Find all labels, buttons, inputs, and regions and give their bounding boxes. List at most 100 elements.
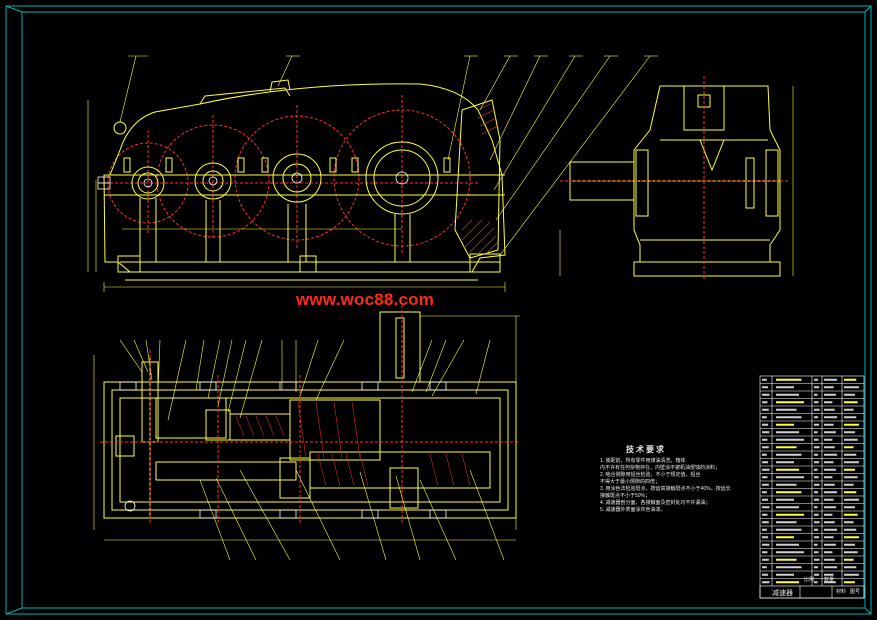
- parts-list-cell-mark: [824, 558, 835, 561]
- parts-list-cell-mark: [824, 513, 833, 516]
- front-dimensions: [87, 100, 506, 292]
- parts-list-cell-mark: [824, 423, 834, 426]
- parts-list-cell-mark: [776, 468, 799, 471]
- parts-list-cell-mark: [824, 438, 833, 441]
- parts-list-cell-mark: [776, 491, 802, 494]
- parts-list-cell-mark: [814, 483, 820, 486]
- parts-list-cell-mark: [776, 431, 799, 434]
- parts-list-cell-mark: [762, 431, 770, 434]
- parts-list-cell-mark: [824, 566, 838, 569]
- parts-list-cell-mark: [762, 521, 769, 524]
- parts-list-cell-mark: [762, 416, 767, 419]
- parts-list-cell-mark: [824, 408, 835, 411]
- parts-list-cell-mark: [824, 431, 836, 434]
- parts-list-cell-mark: [844, 393, 855, 396]
- parts-list-cell-mark: [824, 468, 836, 471]
- top-centerlines: [100, 305, 520, 525]
- parts-list-cell-mark: [844, 528, 857, 531]
- top-gears: [155, 397, 491, 509]
- parts-list-cell-mark: [844, 423, 859, 426]
- technical-requirement-item: 5. 减速器外表面涂灰色油漆。: [600, 507, 666, 513]
- parts-list-cell-mark: [824, 521, 835, 524]
- parts-list-cell-mark: [814, 498, 820, 501]
- parts-list-cell-mark: [844, 536, 859, 539]
- parts-list-cell-mark: [844, 551, 858, 554]
- parts-list-cell-mark: [776, 498, 794, 501]
- parts-list: [759, 375, 865, 599]
- parts-list-cell-mark: [844, 408, 854, 411]
- technical-requirement-item: 内不许有任何杂物存在，内壁涂不被机油侵蚀的涂料；: [600, 465, 721, 471]
- parts-list-cell-mark: [814, 581, 818, 584]
- top-leaders: [119, 339, 505, 561]
- parts-list-cell-mark: [762, 408, 769, 411]
- parts-list-cell-mark: [776, 506, 799, 509]
- parts-list-cell-mark: [844, 431, 855, 434]
- parts-list-cell-mark: [814, 431, 818, 434]
- parts-list-cell-mark: [762, 401, 768, 404]
- parts-list-cell-mark: [762, 378, 767, 381]
- parts-list-cell-mark: [844, 401, 858, 404]
- parts-list-cell-mark: [844, 573, 859, 576]
- technical-requirement-item: 1. 装配前，所有零件用煤油清洗，箱体: [600, 458, 686, 464]
- parts-list-cell-mark: [776, 453, 802, 456]
- side-view: [559, 76, 794, 280]
- parts-list-cell-mark: [814, 378, 819, 381]
- title-block-cell: 材料: [836, 589, 847, 595]
- parts-list-cell-mark: [814, 491, 819, 494]
- parts-list-cell-mark: [814, 573, 820, 576]
- parts-list-cell-mark: [776, 581, 799, 584]
- parts-list-cell-mark: [824, 573, 834, 576]
- parts-list-cell-mark: [814, 536, 820, 539]
- parts-list-cell-mark: [814, 446, 820, 449]
- parts-list-cell-mark: [762, 566, 767, 569]
- parts-list-cell-mark: [844, 476, 858, 479]
- parts-list-cell-mark: [762, 483, 769, 486]
- parts-list-cell-mark: [824, 506, 836, 509]
- parts-list-cell-mark: [762, 386, 769, 389]
- top-view: [93, 305, 520, 561]
- parts-list-cell-mark: [844, 453, 857, 456]
- parts-list-cell-mark: [762, 476, 768, 479]
- parts-list-cell-mark: [776, 393, 799, 396]
- parts-list-cell-mark: [814, 528, 819, 531]
- front-leaders: [119, 55, 651, 256]
- parts-list-cell-mark: [762, 393, 770, 396]
- parts-list-cell-mark: [762, 461, 769, 464]
- parts-list-cell-mark: [762, 491, 767, 494]
- front-view: [87, 55, 658, 292]
- parts-list-cell-mark: [814, 551, 819, 554]
- parts-list-cell-mark: [844, 498, 859, 501]
- parts-list-cell-mark: [824, 393, 836, 396]
- parts-list-cell-mark: [824, 461, 834, 464]
- parts-list-cell-mark: [814, 521, 820, 524]
- technical-requirements-title: 技术要求: [626, 445, 666, 454]
- parts-list-cell-mark: [762, 446, 769, 449]
- parts-list-cell-mark: [814, 558, 820, 561]
- front-details: [97, 171, 409, 190]
- parts-list-cell-mark: [844, 461, 859, 464]
- parts-list-cell-mark: [844, 416, 857, 419]
- parts-list-cell-mark: [776, 573, 794, 576]
- parts-list-cell-mark: [824, 401, 833, 404]
- parts-list-cell-mark: [814, 438, 819, 441]
- technical-requirement-item: 接触斑点不小于50%；: [600, 493, 651, 499]
- parts-list-rows: [760, 383, 864, 579]
- parts-list-cell-mark: [776, 483, 797, 486]
- parts-list-cell-mark: [814, 386, 820, 389]
- parts-list-cell-mark: [814, 408, 820, 411]
- parts-list-cell-mark: [844, 566, 857, 569]
- parts-list-cell-mark: [776, 536, 794, 539]
- parts-list-cell-mark: [824, 491, 838, 494]
- parts-list-cell-mark: [762, 581, 770, 584]
- parts-list-cell-mark: [762, 506, 770, 509]
- parts-list-cell-mark: [844, 506, 855, 509]
- parts-list-cell-mark: [814, 393, 818, 396]
- parts-list-cell-mark: [776, 378, 802, 381]
- parts-list-cell-mark: [762, 528, 767, 531]
- parts-list-cell-mark: [762, 551, 768, 554]
- side-centerlines: [560, 76, 790, 280]
- parts-list-cell-mark: [824, 551, 833, 554]
- title-block-name: 减速器: [772, 590, 793, 597]
- parts-list-cell-mark: [824, 498, 834, 501]
